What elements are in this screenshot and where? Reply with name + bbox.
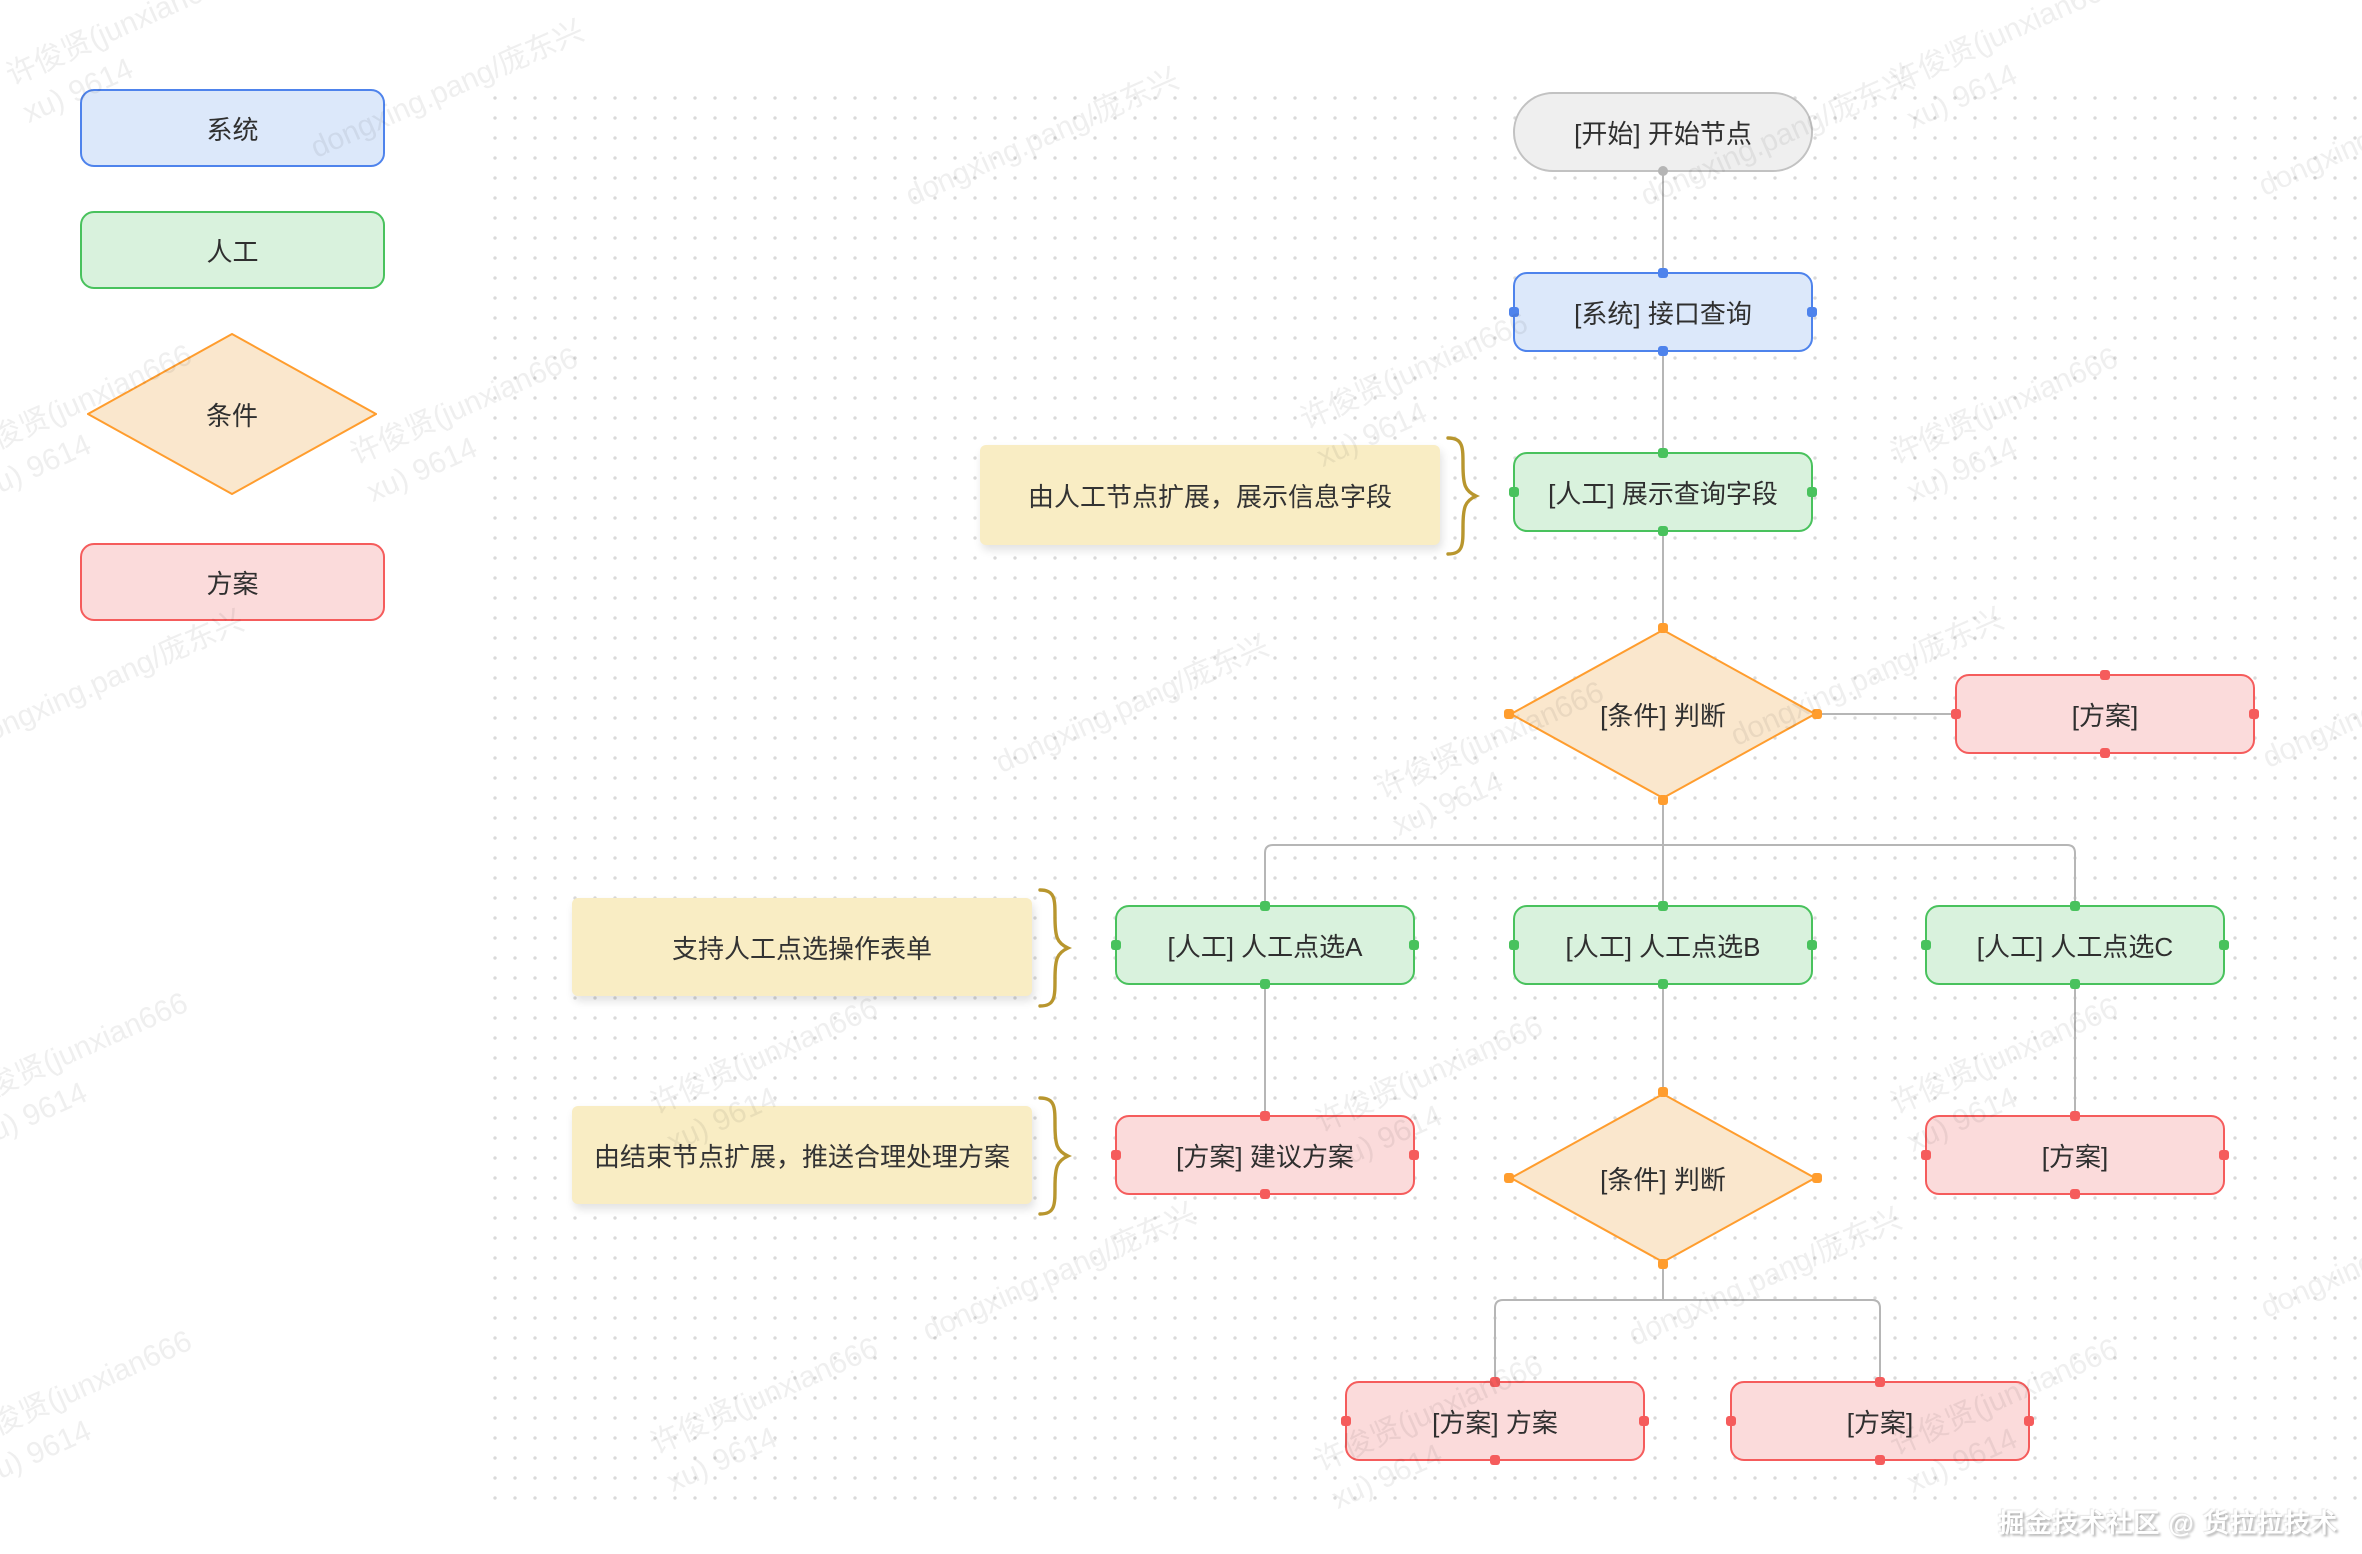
connection-dot[interactable]: [1409, 1150, 1419, 1160]
node-plan-bottom-left[interactable]: [方案] 方案: [1341, 1377, 1649, 1465]
node-plan-right[interactable]: [方案]: [1951, 670, 2259, 758]
node-plan-under-c[interactable]: [方案]: [1921, 1111, 2229, 1199]
connection-dot[interactable]: [1409, 940, 1419, 950]
connection-dot[interactable]: [1921, 1150, 1931, 1160]
connection-dot[interactable]: [1921, 940, 1931, 950]
node-condition-2-label: [条件] 判断: [1600, 1164, 1726, 1195]
node-condition-1[interactable]: [条件] 判断: [1504, 623, 1822, 805]
connection-dot[interactable]: [1658, 795, 1668, 805]
node-pick-a-label: [人工] 人工点选A: [1167, 931, 1363, 962]
node-plan-bottom-right-label: [方案]: [1846, 1407, 1914, 1438]
legend-plan-label: 方案: [206, 568, 259, 599]
legend-item-condition[interactable]: 条件: [87, 333, 377, 495]
connection-dot[interactable]: [1658, 346, 1668, 356]
connection-dot[interactable]: [1509, 307, 1519, 317]
legend-manual-label: 人工: [206, 236, 259, 267]
brace-icon: [1038, 1096, 1072, 1216]
connection-dot[interactable]: [1509, 487, 1519, 497]
connection-dot[interactable]: [2219, 1150, 2229, 1160]
connection-dot[interactable]: [2070, 979, 2080, 989]
node-pick-b-label: [人工] 人工点选B: [1565, 931, 1761, 962]
node-suggest-plan[interactable]: [方案] 建议方案: [1111, 1111, 1419, 1199]
node-plan-under-c-label: [方案]: [2041, 1141, 2109, 1172]
connection-dot[interactable]: [1658, 268, 1668, 278]
connection-dot[interactable]: [1658, 901, 1668, 911]
connection-dot[interactable]: [2219, 940, 2229, 950]
connection-dot[interactable]: [1260, 1189, 1270, 1199]
annotation-show-fields[interactable]: 由人工节点扩展，展示信息字段: [980, 445, 1440, 545]
node-plan-bottom-left-label: [方案] 方案: [1432, 1407, 1558, 1438]
node-plan-bottom-right[interactable]: [方案]: [1726, 1377, 2034, 1465]
node-condition-2[interactable]: [条件] 判断: [1504, 1087, 1822, 1269]
connection-dot[interactable]: [1639, 1416, 1649, 1426]
connection-dot[interactable]: [2070, 901, 2080, 911]
connection-dot[interactable]: [1111, 1150, 1121, 1160]
connection-dot[interactable]: [1658, 1259, 1668, 1269]
connection-dot[interactable]: [1807, 940, 1817, 950]
connection-dot[interactable]: [1807, 307, 1817, 317]
connection-dot[interactable]: [1875, 1455, 1885, 1465]
connection-dot[interactable]: [1875, 1377, 1885, 1387]
connection-dot[interactable]: [1658, 979, 1668, 989]
connection-dot[interactable]: [1951, 709, 1961, 719]
connection-dot[interactable]: [1812, 709, 1822, 719]
connection-dot[interactable]: [1111, 940, 1121, 950]
connection-dot[interactable]: [1509, 940, 1519, 950]
legend-item-plan[interactable]: 方案: [80, 543, 385, 621]
legend-item-manual[interactable]: 人工: [80, 211, 385, 289]
diamond-shape: [87, 333, 377, 495]
connection-dot[interactable]: [2100, 748, 2110, 758]
footer-credit: 掘金技术社区 @ 货拉拉技术: [1998, 1508, 2338, 1538]
connection-dot[interactable]: [1260, 1111, 1270, 1121]
annotation-show-fields-text: 由人工节点扩展，展示信息字段: [1027, 481, 1392, 512]
connection-dot[interactable]: [1658, 623, 1668, 633]
connection-dot[interactable]: [1726, 1416, 1736, 1426]
connection-dot[interactable]: [1658, 526, 1668, 536]
connection-dot[interactable]: [1490, 1455, 1500, 1465]
connection-dot[interactable]: [2070, 1111, 2080, 1121]
node-start-label: [开始] 开始节点: [1574, 118, 1752, 149]
node-show-fields-label: [人工] 展示查询字段: [1548, 478, 1778, 509]
connection-dot[interactable]: [1658, 166, 1668, 176]
connection-dot[interactable]: [1260, 979, 1270, 989]
connection-dot[interactable]: [1658, 448, 1668, 458]
connection-dot[interactable]: [2024, 1416, 2034, 1426]
node-system-query[interactable]: [系统] 接口查询: [1509, 268, 1817, 356]
connection-dot[interactable]: [2070, 1189, 2080, 1199]
connection-dot[interactable]: [1807, 487, 1817, 497]
connection-dot[interactable]: [2100, 670, 2110, 680]
brace-icon: [1446, 436, 1480, 556]
annotation-pick[interactable]: 支持人工点选操作表单: [572, 898, 1032, 996]
legend-system-label: 系统: [206, 114, 259, 145]
node-pick-b[interactable]: [人工] 人工点选B: [1509, 901, 1817, 989]
connection-dot[interactable]: [1504, 1173, 1514, 1183]
connection-dot[interactable]: [1658, 1087, 1668, 1097]
canvas-dot-grid: [485, 88, 2362, 1512]
connection-dot[interactable]: [1260, 901, 1270, 911]
connection-dot[interactable]: [2249, 709, 2259, 719]
annotation-pick-text: 支持人工点选操作表单: [671, 933, 932, 964]
node-show-fields[interactable]: [人工] 展示查询字段: [1509, 448, 1817, 536]
node-pick-c[interactable]: [人工] 人工点选C: [1921, 901, 2229, 989]
node-pick-a[interactable]: [人工] 人工点选A: [1111, 901, 1419, 989]
connection-dot[interactable]: [1504, 709, 1514, 719]
connection-dot[interactable]: [1490, 1377, 1500, 1387]
annotation-suggest[interactable]: 由结束节点扩展，推送合理处理方案: [572, 1106, 1032, 1204]
legend-condition-label: 条件: [205, 400, 258, 431]
annotation-suggest-text: 由结束节点扩展，推送合理处理方案: [593, 1141, 1010, 1172]
connection-dot[interactable]: [1812, 1173, 1822, 1183]
node-system-query-label: [系统] 接口查询: [1574, 298, 1752, 329]
node-plan-right-label: [方案]: [2071, 700, 2139, 731]
node-suggest-plan-label: [方案] 建议方案: [1176, 1141, 1354, 1172]
connection-dot[interactable]: [1341, 1416, 1351, 1426]
node-start[interactable]: [开始] 开始节点: [1513, 92, 1813, 176]
node-condition-1-label: [条件] 判断: [1600, 700, 1726, 731]
legend-item-system[interactable]: 系统: [80, 89, 385, 167]
brace-icon: [1038, 888, 1072, 1008]
node-pick-c-label: [人工] 人工点选C: [1976, 931, 2174, 962]
